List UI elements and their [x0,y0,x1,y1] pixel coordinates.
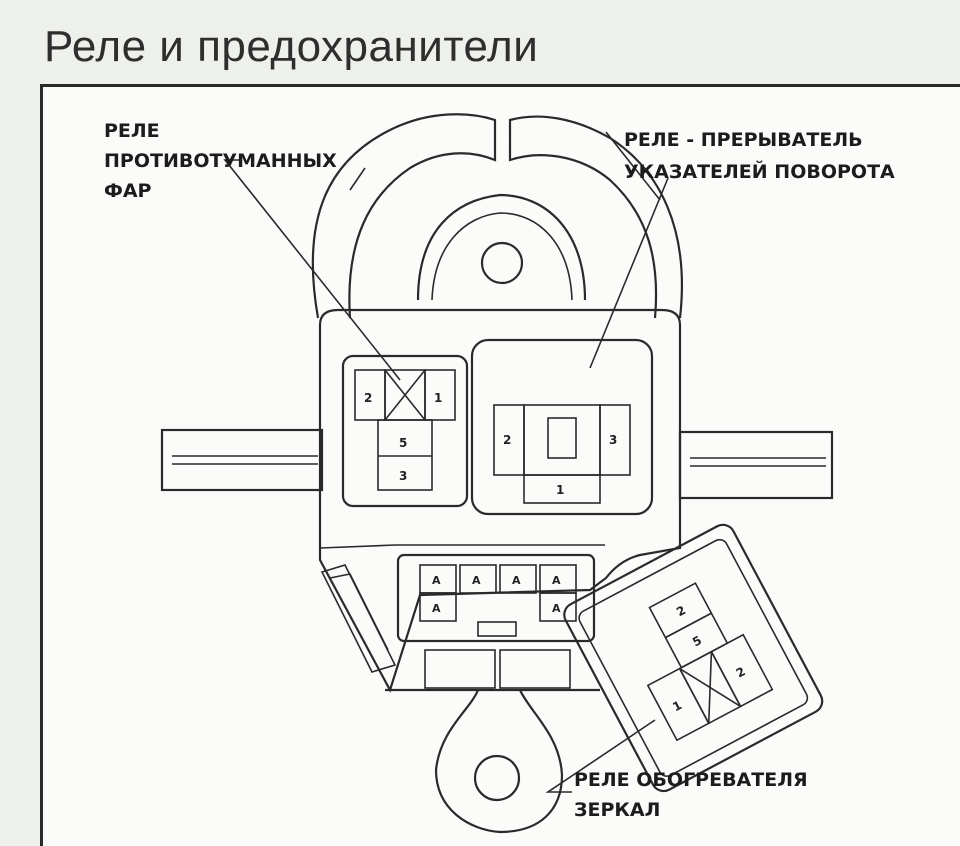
fog-pin-1: 1 [434,391,442,405]
fuse-a-1: A [432,574,441,587]
mirror-pin-2b: 2 [734,664,748,680]
fuse-a-2: A [472,574,481,587]
mirror-relay-socket: 2 5 1 2 [563,523,824,793]
mirror-pin-1: 1 [670,698,684,714]
turn-label-line-1: РЕЛЕ - ПРЕРЫВАТЕЛЬ [624,129,863,151]
fog-pin-2: 2 [364,391,372,405]
mirror-pin-2a: 2 [674,603,688,619]
leader-fog [223,159,401,381]
fog-relay-socket: 2 1 5 3 [341,354,469,508]
mirror-pin-5: 5 [690,633,704,649]
mirror-label-line-2: ЗЕРКАЛ [574,799,660,821]
side-clip-left [320,564,397,673]
mount-lug-bottom [434,689,564,834]
turn-pin-3: 3 [609,433,617,447]
side-rail-right [678,430,834,500]
mount-hole-top [480,241,524,285]
fog-label-line-2: ПРОТИВОТУМАННЫХ [104,150,337,172]
fog-pin-5: 5 [399,436,407,450]
mirror-label-line-1: РЕЛЕ ОБОГРЕВАТЕЛЯ [574,769,808,791]
housing-top [311,113,684,319]
fog-label-line-3: ФАР [104,180,152,202]
leader-lines [223,131,669,793]
fog-pin-3: 3 [399,469,407,483]
side-rail-left [160,428,324,492]
page-title: Реле и предохранители [44,22,539,71]
turn-pin-1: 1 [556,483,564,497]
mirror-relay-label: РЕЛЕ ОБОГРЕВАТЕЛЯ ЗЕРКАЛ [574,769,808,821]
fuse-a-5: A [432,602,441,615]
leader-mirror [545,719,656,793]
turn-relay-label: РЕЛЕ - ПРЕРЫВАТЕЛЬ УКАЗАТЕЛЕЙ ПОВОРОТА [624,129,895,183]
turn-label-line-2: УКАЗАТЕЛЕЙ ПОВОРОТА [624,160,895,183]
fuse-block: A A A A A A [396,553,596,689]
fuse-a-4: A [552,574,561,587]
turn-relay-socket: 2 3 1 [470,338,654,516]
main-body [318,308,682,693]
fuse-a-3: A [512,574,521,587]
leader-turn [589,177,669,369]
fog-relay-label: РЕЛЕ ПРОТИВОТУМАННЫХ ФАР [104,120,337,202]
fog-label-line-1: РЕЛЕ [104,120,160,142]
diagram-frame [40,84,960,846]
fuse-a-6: A [552,602,561,615]
turn-pin-2: 2 [503,433,511,447]
